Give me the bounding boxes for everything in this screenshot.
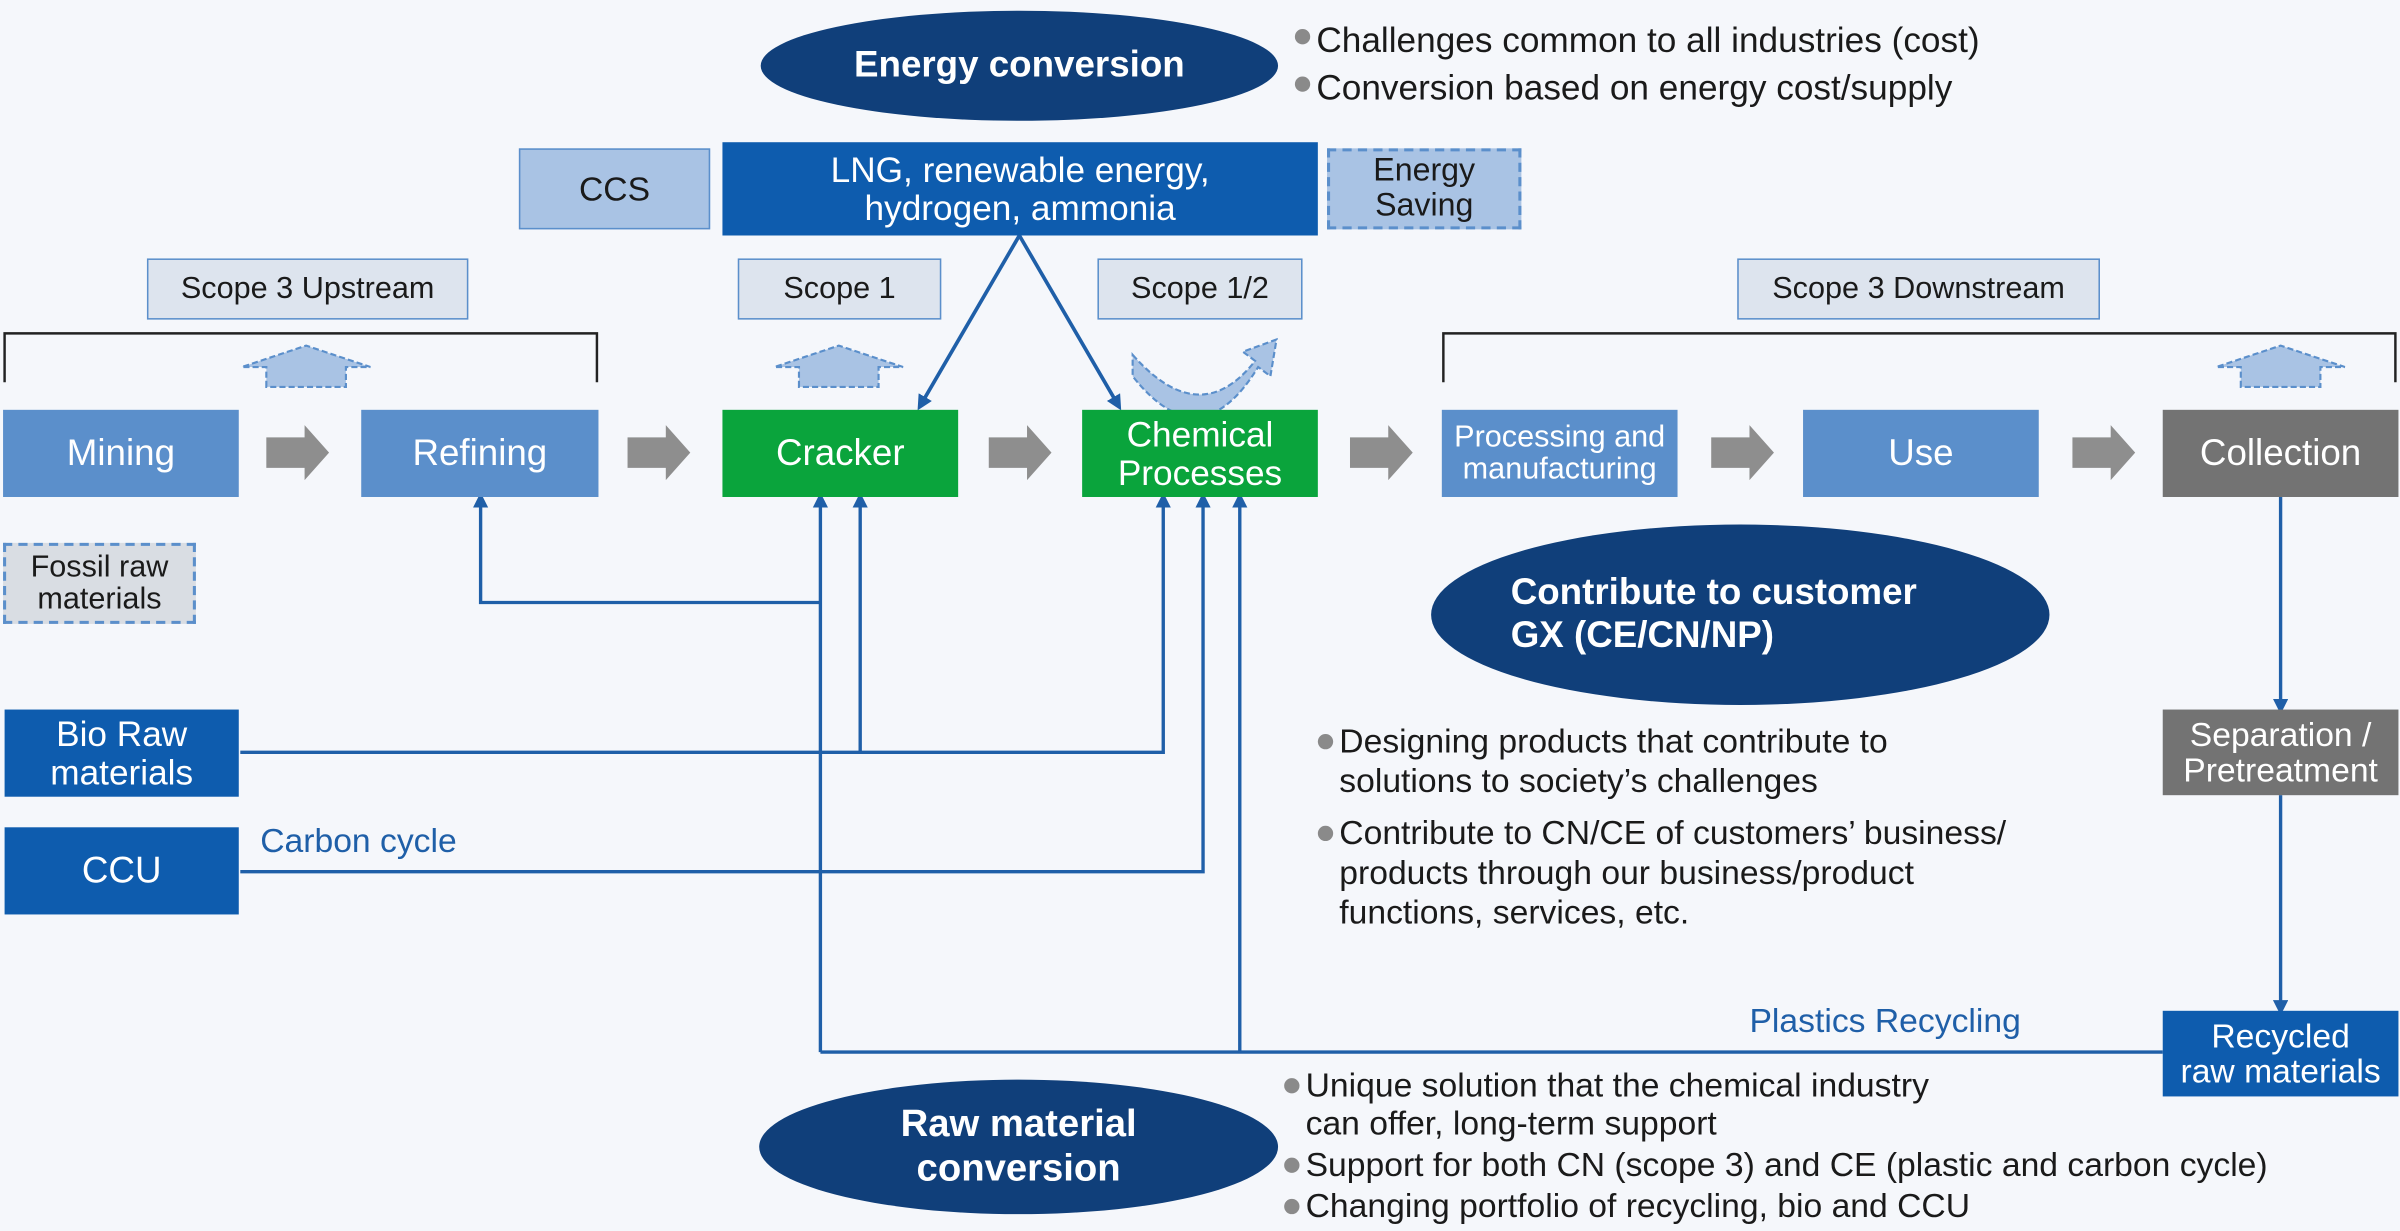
flow-chevron-icon — [627, 425, 691, 481]
fossil-raw-materials-box: Fossil raw materials — [3, 542, 196, 624]
collection-label: Collection — [2199, 432, 2362, 474]
fossil-line: materials — [37, 581, 162, 616]
use-box: Use — [1803, 409, 2039, 497]
ccu-box: CCU — [4, 827, 239, 915]
raw-material-bullet: Unique solution that the chemical indust… — [1281, 1066, 2268, 1142]
flow-chevron-icon — [1711, 425, 1774, 481]
energy-saving-box: Energy Saving — [1327, 148, 1522, 230]
flow-chevron-icon — [988, 425, 1052, 481]
scope-text: Scope 1 — [783, 271, 896, 306]
separation-line: Pretreatment — [2183, 750, 2378, 790]
flow-chevron-icon — [2072, 425, 2136, 481]
ccs-label: CCS — [578, 169, 651, 208]
customer-gx-bullets: Designing products that contribute to so… — [1315, 722, 2006, 933]
processing-box: Processing and manufacturing — [1441, 409, 1678, 497]
bullet-line: functions, services, etc. — [1339, 893, 1690, 932]
customer-gx-line: GX (CE/CN/NP) — [1510, 614, 1774, 657]
energy-conversion-bullets: Challenges common to all industries (cos… — [1292, 17, 1980, 112]
energy-arrows — [917, 234, 1122, 411]
raw-material-bullet: Support for both CN (scope 3) and CE (pl… — [1281, 1145, 2268, 1184]
raw-material-bullets: Unique solution that the chemical indust… — [1281, 1066, 2268, 1225]
refining-label: Refining — [412, 432, 548, 474]
recycled-line: raw materials — [2180, 1052, 2381, 1091]
scope-up-arrows — [241, 344, 2346, 388]
energy-conversion-oval: Energy conversion — [760, 10, 1279, 121]
ccu-label: CCU — [81, 850, 162, 892]
scope-text: Scope 3 Downstream — [1772, 271, 2065, 306]
separation-pretreatment-box: Separation / Pretreatment — [2162, 709, 2399, 796]
scope-text: Scope 1/2 — [1131, 271, 1269, 306]
energy-bullet: Challenges common to all industries (cos… — [1292, 17, 1980, 64]
customer-gx-line: Contribute to customer — [1510, 572, 1917, 614]
scope3-downstream-label: Scope 3 Downstream — [1737, 258, 2100, 320]
flow-chevrons — [266, 425, 2136, 481]
plastics-recycling-label: Plastics Recycling — [1749, 1001, 2021, 1040]
recycled-raw-materials-box: Recycled raw materials — [2162, 1010, 2399, 1097]
mining-box: Mining — [3, 409, 239, 497]
customer-gx-bullet: Contribute to CN/CE of customers’ busine… — [1315, 814, 2006, 933]
raw-material-conversion-oval: Raw material conversion — [759, 1079, 1279, 1215]
bullet-line: Support for both CN (scope 3) and CE (pl… — [1305, 1145, 2268, 1184]
raw-material-line: conversion — [916, 1146, 1121, 1190]
energy-saving-line: Saving — [1375, 187, 1474, 223]
use-label: Use — [1888, 432, 1954, 474]
bullet-line: can offer, long-term support — [1305, 1104, 1717, 1143]
raw-material-bullet: Changing portfolio of recycling, bio and… — [1281, 1187, 2268, 1225]
bullet-line: Unique solution that the chemical indust… — [1305, 1065, 1929, 1105]
scope-up-arrow-icon — [241, 344, 371, 388]
bullet-line: Contribute to CN/CE of customers’ busine… — [1339, 813, 2007, 852]
scope-up-arrow-icon — [2215, 344, 2346, 388]
refining-box: Refining — [361, 409, 599, 497]
cycle-arrow-icon — [1131, 337, 1278, 418]
flow-chevron-icon — [1349, 425, 1413, 481]
bullet-line: Designing products that contribute to — [1339, 721, 1888, 761]
processing-line: Processing and — [1454, 419, 1666, 454]
scope12-label: Scope 1/2 — [1097, 258, 1303, 320]
scope-text: Scope 3 Upstream — [180, 271, 435, 306]
cracker-box: Cracker — [722, 409, 959, 497]
scope3-upstream-label: Scope 3 Upstream — [146, 258, 469, 320]
bio-raw-materials-box: Bio Raw materials — [4, 709, 239, 797]
chemical-processes-box: Chemical Processes — [1082, 409, 1318, 497]
recycled-line: Recycled — [2211, 1016, 2350, 1056]
raw-material-line: Raw material — [900, 1102, 1137, 1146]
energy-sources-box: LNG, renewable energy, hydrogen, ammonia — [722, 142, 1318, 236]
bullet-line: solutions to society’s challenges — [1339, 761, 1818, 800]
energy-sources-line: LNG, renewable energy, — [830, 150, 1210, 191]
processing-line: manufacturing — [1462, 451, 1657, 486]
collection-box: Collection — [2162, 409, 2399, 497]
energy-saving-line: Energy — [1373, 153, 1476, 189]
customer-gx-oval: Contribute to customer GX (CE/CN/NP) — [1431, 524, 2050, 705]
carbon-cycle-label: Carbon cycle — [260, 821, 457, 860]
feed-lines — [240, 492, 2289, 1054]
flow-chevron-icon — [266, 425, 330, 481]
scope-up-arrow-icon — [774, 344, 904, 388]
energy-conversion-title: Energy conversion — [854, 44, 1185, 86]
scope-brackets — [3, 332, 2397, 383]
cracker-label: Cracker — [775, 432, 905, 474]
chemical-line: Processes — [1117, 451, 1283, 492]
ccs-box: CCS — [518, 148, 711, 230]
bio-line: Bio Raw — [56, 714, 188, 755]
customer-gx-bullet: Designing products that contribute to so… — [1315, 722, 2006, 802]
bio-line: materials — [50, 751, 194, 792]
energy-sources-line: hydrogen, ammonia — [864, 187, 1176, 228]
chemical-line: Chemical — [1126, 414, 1274, 455]
bullet-line: Changing portfolio of recycling, bio and… — [1305, 1186, 1971, 1225]
separation-line: Separation / — [2189, 715, 2372, 754]
meta-color: #5b8fcb — [0, 0, 2, 2]
scope1-label: Scope 1 — [737, 258, 942, 320]
mining-label: Mining — [66, 432, 176, 474]
fossil-line: Fossil raw — [30, 549, 169, 584]
bullet-line: products through our business/product — [1339, 853, 1914, 892]
energy-bullet: Conversion based on energy cost/supply — [1292, 64, 1980, 111]
